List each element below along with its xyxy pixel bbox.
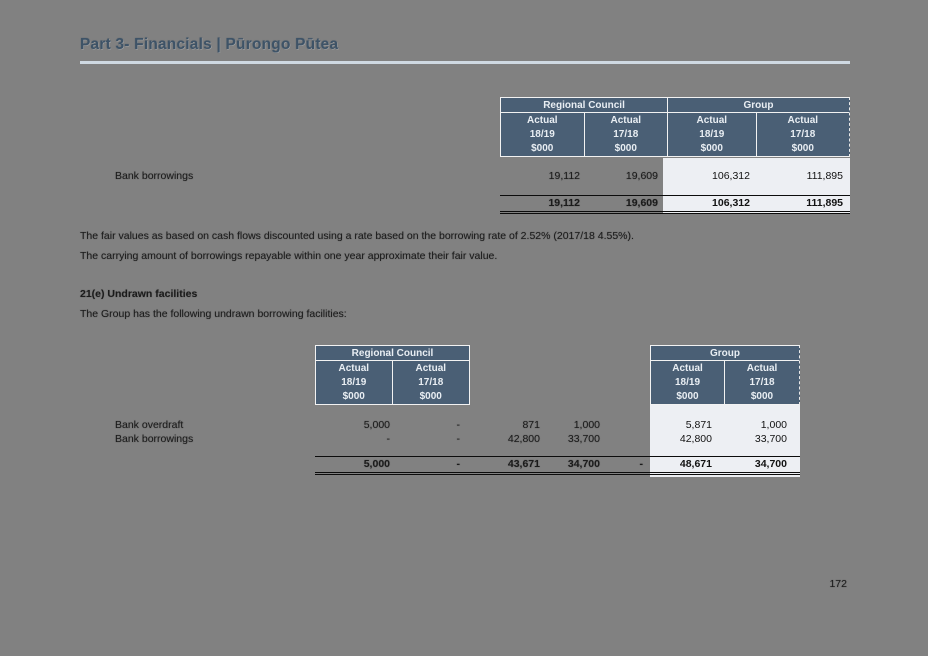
note-fair-value: The fair values as based on cash flows d… <box>80 230 634 242</box>
table1-cell-rc-1718: 19,609 <box>625 170 658 182</box>
table2-total-rc-1819: 5,000 <box>363 458 390 470</box>
table1-total-group-1718: 111,895 <box>806 197 843 209</box>
section-21e-intro: The Group has the following undrawn borr… <box>80 308 347 320</box>
table2-cell-group-1718: 1,000 <box>760 419 787 431</box>
table2-total-row: 5,000 - 43,671 34,700 - 48,671 34,700 <box>315 456 800 475</box>
table2-cell-mid-1819: 42,800 <box>507 433 540 445</box>
page-number: 172 <box>829 578 847 590</box>
table2-cell-rc-1819: - <box>386 433 391 445</box>
table2-total-rc-1718: - <box>456 458 461 470</box>
table2-cell-group-1718: 33,700 <box>754 433 787 445</box>
table1-region-council-header: Regional Council <box>501 98 669 112</box>
table2-region-council-title: Regional Council <box>351 347 434 359</box>
table2-total-mid-1718: 34,700 <box>567 458 600 470</box>
table2-total-group-1718: 34,700 <box>754 458 787 470</box>
title-underline <box>80 61 850 64</box>
table1-cell-group-1819: 106,312 <box>712 170 750 182</box>
table2-cell-rc-1819: 5,000 <box>363 419 390 431</box>
table1-row-label: Bank borrowings <box>115 170 194 182</box>
table2-group-title: Group <box>710 347 740 359</box>
table2-cell-mid-1819: 871 <box>522 419 540 431</box>
table2-total-group-1819: 48,671 <box>679 458 712 470</box>
table1-total-group-1819: 106,312 <box>712 197 750 209</box>
table1-total-row: 19,112 19,609 106,312 111,895 <box>500 195 850 214</box>
table2-total-mid-1819: 43,671 <box>507 458 540 470</box>
table2-cell-mid-1718: 33,700 <box>567 433 600 445</box>
table2-group-panel <box>650 405 800 477</box>
table2-cell-group-1819: 5,871 <box>685 419 712 431</box>
table1-cell-rc-1819: 19,112 <box>548 170 580 182</box>
table2-cell-rc-1718: - <box>456 433 461 445</box>
table2-total-tail-dash: - <box>639 458 644 470</box>
table2-cell-mid-1718: 1,000 <box>573 419 600 431</box>
table1-total-rc-1819: 19,112 <box>548 197 580 209</box>
page-title: Part 3- Financials | Pūrongo Pūtea <box>80 36 339 53</box>
table2-cell-rc-1718: - <box>456 419 461 431</box>
table2-row-label-overdraft: Bank overdraft <box>115 419 184 431</box>
section-21e-heading: 21(e) Undrawn facilities <box>80 288 198 300</box>
table2-cell-group-1819: 42,800 <box>679 433 712 445</box>
table1-group-panel <box>663 158 850 214</box>
table2-row-label-borrowings: Bank borrowings <box>115 433 194 445</box>
table1-total-rc-1718: 19,609 <box>625 197 658 209</box>
note-carrying-amount: The carrying amount of borrowings repaya… <box>80 250 498 262</box>
table1-cell-group-1718: 111,895 <box>806 170 843 182</box>
table1-group-header: Group <box>743 99 774 111</box>
